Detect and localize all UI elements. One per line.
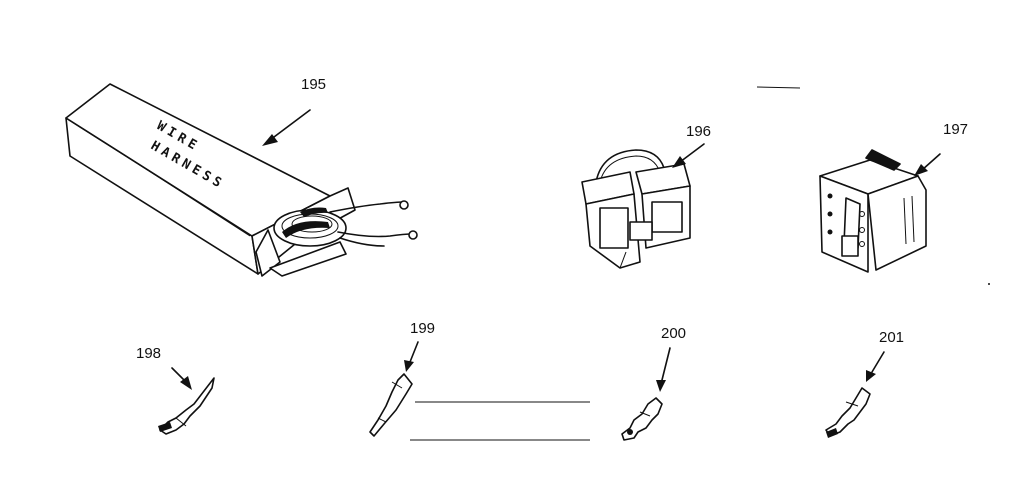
terminal-198[interactable]: [158, 377, 215, 435]
part-number-200: 200: [661, 325, 686, 342]
connector-housing-197[interactable]: [819, 149, 927, 273]
part-number-196: 196: [686, 123, 711, 140]
terminal-199[interactable]: [369, 373, 413, 437]
part-number-195: 195: [301, 76, 326, 93]
part-number-199: 199: [410, 320, 435, 337]
callout-200: 200: [656, 325, 686, 392]
wire-harness-box[interactable]: WIRE HARNESS: [65, 83, 418, 277]
callout-201: 201: [866, 329, 904, 382]
stray-dot: [988, 283, 990, 285]
callout-199: 199: [404, 320, 435, 372]
part-number-198: 198: [136, 345, 161, 362]
callout-197: 197: [914, 121, 968, 176]
stray-mark: [756, 86, 801, 89]
terminal-200[interactable]: [621, 397, 663, 441]
terminal-201[interactable]: [825, 387, 871, 438]
callout-195: 195: [262, 76, 326, 146]
connector-housing-196[interactable]: [581, 149, 691, 269]
callout-198: 198: [136, 345, 192, 390]
part-number-201: 201: [879, 329, 904, 346]
callout-196: 196: [672, 123, 711, 168]
part-number-197: 197: [943, 121, 968, 138]
